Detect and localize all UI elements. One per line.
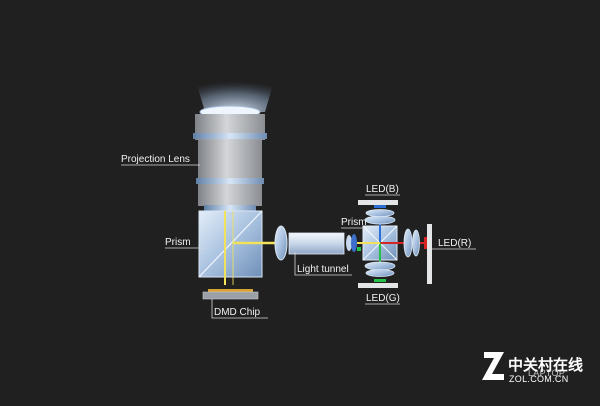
watermark-en: ZOL.COM.CN [509,374,569,384]
main-prism [198,210,287,285]
led-blue-module [358,200,398,225]
led-green-board [358,283,398,288]
led-blue-lens-1 [364,215,396,225]
led-red-lens-2 [412,229,420,257]
condenser-lens [274,225,288,261]
led-blue-emitter [374,205,386,208]
tunnel-entry-lens-2 [351,234,357,252]
lens-band-2 [196,178,264,184]
main-prism-diagonal [198,210,263,278]
leader-dmd-chip [211,299,268,319]
led-green-lens-2 [365,269,395,277]
label-projection-lens: Projection Lens [121,154,190,165]
light-tunnel [274,225,357,261]
lens-barrel-bottom [198,184,262,206]
light-tunnel-rod [288,232,345,255]
dmd-mirror-surface [208,289,253,292]
projection-lens [193,78,275,211]
tunnel-entry-lens [346,235,352,251]
projected-light-beam [195,78,275,112]
zol-logo-mark [482,352,504,380]
zol-watermark: 中关村在线 ZOL.COM.CN LAPTOP [482,352,583,384]
leader-light-tunnel [294,252,352,276]
label-led-g: LED(G) [366,293,400,304]
watermark-cn: 中关村在线 [508,356,583,374]
led-red-lens-1 [403,228,413,258]
led-combiner-prism [357,215,425,272]
lens-barrel-middle [198,140,262,180]
led-green-module [358,261,398,288]
label-dmd-chip: DMD Chip [214,307,261,318]
led-blue-board [358,200,398,205]
lens-band-1 [193,133,267,139]
green-dot [357,247,361,251]
label-led-r: LED(R) [438,238,471,249]
led-red-emitter [424,237,427,249]
lens-band-3 [204,205,256,211]
label-led-b: LED(B) [366,184,399,195]
watermark-overlay: LAPTOP [528,368,565,378]
leader-lines [121,164,476,319]
led-red-board [427,224,432,284]
led-red-module [403,224,432,284]
label-light-tunnel: Light tunnel [297,264,349,275]
led-green-lens-1 [364,261,396,271]
dmd-chip [202,289,259,300]
led-green-emitter [374,279,386,282]
label-prism-led: Prism [341,217,367,228]
label-prism-main: Prism [165,237,191,248]
dmd-chip-body [202,291,259,300]
led-blue-lens-2 [365,209,395,217]
